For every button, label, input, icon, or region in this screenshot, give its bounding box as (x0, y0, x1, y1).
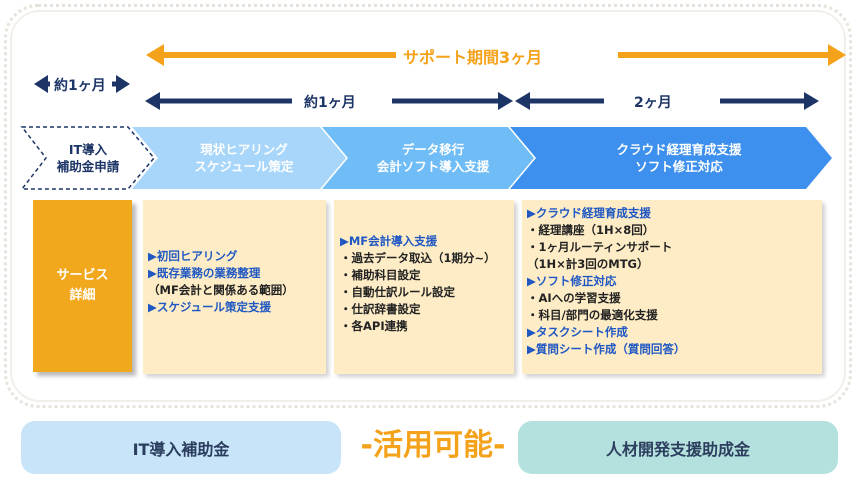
outer-frame (4, 4, 852, 408)
phase2-arrow-head-right (804, 92, 819, 110)
stage-chevron-cloud (510, 127, 832, 189)
stage-hearing: 現状ヒアリング スケジュール策定 (194, 142, 294, 174)
card-hearing-line: ▶スケジュール策定支援 (148, 300, 272, 314)
card-cloud-line: （1H×計3回のMTG） (527, 257, 649, 271)
phase1-period-label: 約1ヶ月 (296, 92, 364, 112)
support-arrow-head-right (828, 44, 846, 66)
card-cloud-line: ・科目/部門の最適化支援 (527, 308, 658, 322)
phase2-period-label: 2ヶ月 (614, 92, 692, 112)
phase1-arrow-head-left (145, 92, 160, 110)
pre-arrow-head-left (34, 75, 48, 93)
card-cloud-line: ▶クラウド経理育成支援 (527, 206, 651, 220)
pre-period-label: 約1ヶ月 (50, 75, 110, 95)
card-migration: ▶MF会計導入支援・過去データ取込（1期分~） ・補助科目設定・自動仕訳ルール設定… (334, 200, 514, 374)
phase2-arrow-head-left (515, 92, 530, 110)
card-cloud-line: ・AIへの学習支援 (527, 291, 621, 305)
card-cloud-line: ・1ヶ月ルーティンサポート (527, 240, 673, 254)
card-hearing-line: ▶初回ヒアリング (148, 249, 238, 263)
hr-subsidy-pill: 人材開発支援助成金 (518, 421, 838, 474)
card-migration-line: ・補助科目設定 (340, 268, 421, 282)
card-cloud-line: ▶質問シート作成（質問回答） (527, 342, 686, 356)
stage-chevron-it (20, 126, 155, 190)
card-hearing: ▶初回ヒアリング ▶既存業務の業務整理 （MF会計と関係ある範囲） ▶スケジュール策定… (143, 200, 326, 374)
stage-chevron-migration (322, 127, 534, 189)
card-migration-line: ・各API連携 (340, 319, 408, 333)
card-migration-line: ・仕訳辞書設定 (340, 302, 421, 316)
card-hearing-line: （MF会計と関係ある範囲） (148, 283, 294, 297)
card-cloud-line: ・経理講座（1H×8回） (527, 223, 655, 237)
stage-it-subsidy: IT導入 補助金申請 (56, 142, 120, 174)
card-migration-line: ・過去データ取込（1期分~） (340, 251, 496, 265)
stage-cloud: クラウド経理育成支援 ソフト修正対応 (616, 142, 742, 174)
stage-chevron-hearing (132, 127, 346, 189)
it-subsidy-pill: IT導入補助金 (21, 421, 341, 474)
card-migration-line: ・自動仕訳ルール設定 (340, 285, 455, 299)
timeline-arrows (20, 44, 846, 190)
stage-migration: データ移行 会計ソフト導入支援 (376, 142, 490, 174)
service-detail-label: サービス 詳細 (33, 200, 132, 372)
support-arrow-head-left (146, 44, 164, 66)
card-migration-line: ▶MF会計導入支援 (340, 234, 438, 248)
card-cloud: ▶クラウド経理育成支援・経理講座（1H×8回） ・1ヶ月ルーティンサポート （1H×… (522, 200, 822, 374)
usable-label: -活用可能- (360, 428, 506, 463)
support-period-label: サポート期間3ヶ月 (397, 44, 549, 68)
card-cloud-line: ▶タスクシート作成 (527, 325, 628, 339)
phase1-arrow-head-right (498, 92, 513, 110)
inner-frame (10, 10, 846, 402)
card-hearing-line: ▶既存業務の業務整理 (148, 266, 261, 280)
card-cloud-line: ▶ソフト修正対応 (527, 274, 617, 288)
pre-arrow-head-right (116, 75, 130, 93)
